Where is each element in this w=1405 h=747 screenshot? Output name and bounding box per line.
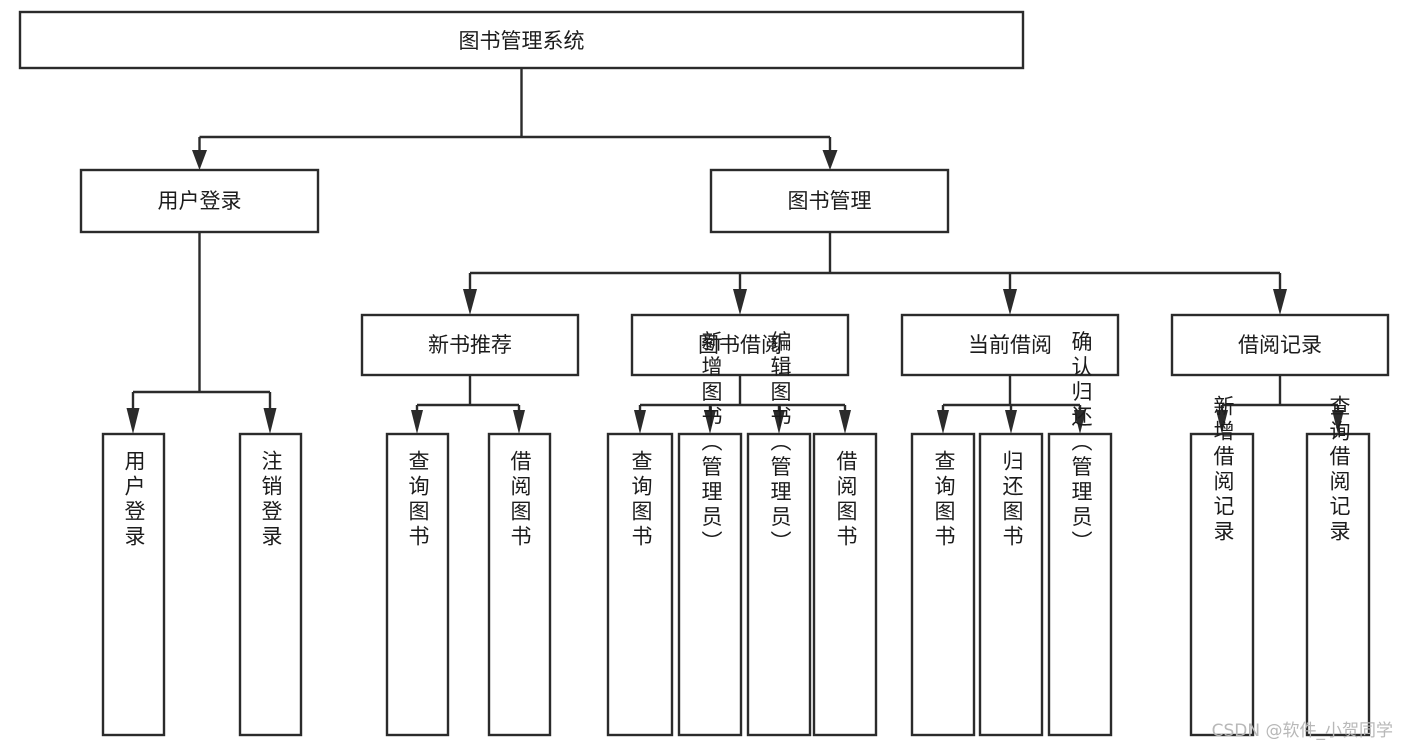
leaf-current-borrow-return-box[interactable] [978, 432, 1044, 737]
arrow-book-borrow-leaf-2 [704, 410, 716, 434]
node-root[interactable]: 图书管理系统 [18, 10, 1025, 70]
arrow-book-mgmt-to-new-book [463, 289, 477, 315]
connectors-layer [126, 68, 1344, 434]
node-current-borrow[interactable]: 当前借阅 [900, 313, 1120, 377]
node-current-borrow-label: 当前借阅 [968, 333, 1052, 357]
leaf-borrow-record-query-label: 查询借阅记录 [1327, 395, 1351, 545]
leaf-book-borrow-add-box[interactable] [677, 432, 743, 737]
node-borrow-record[interactable]: 借阅记录 [1170, 313, 1390, 377]
leaf-current-borrow-query[interactable]: 查询图书 [910, 432, 976, 737]
leaf-user-login-logout[interactable]: 注销登录 [238, 432, 303, 737]
node-book-borrow[interactable]: 图书借阅 [630, 313, 850, 377]
leaf-new-book-borrow-label: 借阅图书 [508, 450, 532, 550]
leaf-borrow-record-add[interactable]: 新增借阅记录 [1189, 395, 1255, 737]
leaf-user-login-login-label: 用户登录 [122, 450, 146, 550]
arrow-borrow-record-leaf-1 [1216, 410, 1228, 434]
node-book-borrow-box[interactable] [630, 313, 850, 377]
node-new-book-recommend[interactable]: 新书推荐 [360, 313, 580, 377]
leaf-current-borrow-return[interactable]: 归还图书 [978, 432, 1044, 737]
leaf-book-borrow-query-box[interactable] [606, 432, 674, 737]
leaf-new-book-query[interactable]: 查询图书 [385, 432, 450, 737]
node-book-management-label: 图书管理 [788, 189, 872, 213]
leaf-new-book-query-label: 查询图书 [406, 450, 430, 550]
arrow-current-borrow-leaf-3 [1074, 410, 1086, 434]
node-root-label: 图书管理系统 [459, 29, 585, 53]
arrow-new-book-leaf-2 [513, 410, 525, 434]
arrow-book-mgmt-to-book-borrow [733, 289, 747, 315]
leaf-book-borrow-query-label: 查询图书 [629, 450, 653, 550]
node-user-login[interactable]: 用户登录 [79, 168, 320, 234]
arrow-book-mgmt-to-current-borrow [1003, 289, 1017, 315]
leaf-current-borrow-confirm[interactable]: 确认归还（管理员） [1047, 331, 1113, 737]
node-borrow-record-label: 借阅记录 [1238, 333, 1322, 357]
leaf-new-book-borrow-box[interactable] [487, 432, 552, 737]
arrow-borrow-record-leaf-2 [1332, 410, 1344, 434]
leaf-borrow-record-query[interactable]: 查询借阅记录 [1305, 395, 1371, 737]
node-new-book-recommend-label: 新书推荐 [428, 333, 512, 357]
arrow-current-borrow-leaf-2 [1005, 410, 1017, 434]
leaf-book-borrow-add[interactable]: 新增图书（管理员） [677, 331, 743, 737]
node-book-borrow-label: 图书借阅 [698, 333, 782, 357]
leaf-current-borrow-confirm-label: 确认归还（管理员） [1069, 331, 1093, 556]
leaf-current-borrow-query-box[interactable] [910, 432, 976, 737]
leaf-user-login-login[interactable]: 用户登录 [101, 432, 166, 737]
arrow-book-mgmt-to-borrow-record [1273, 289, 1287, 315]
node-root-box[interactable] [18, 10, 1025, 70]
arrow-root-to-user-login [192, 150, 207, 170]
arrow-book-borrow-leaf-1 [634, 410, 646, 434]
leaf-book-borrow-borrow[interactable]: 借阅图书 [812, 432, 878, 737]
leaf-user-login-logout-label: 注销登录 [259, 450, 283, 550]
leaf-current-borrow-query-label: 查询图书 [932, 450, 956, 550]
arrow-new-book-leaf-1 [411, 410, 423, 434]
leaf-book-borrow-add-label: 新增图书（管理员） [699, 331, 723, 556]
leaf-borrow-record-add-box[interactable] [1189, 432, 1255, 737]
leaf-borrow-record-query-box[interactable] [1305, 432, 1371, 737]
node-book-management[interactable]: 图书管理 [709, 168, 950, 234]
leaf-book-borrow-query[interactable]: 查询图书 [606, 432, 674, 737]
leaf-book-borrow-borrow-label: 借阅图书 [834, 450, 858, 550]
leaf-new-book-query-box[interactable] [385, 432, 450, 737]
node-borrow-record-box[interactable] [1170, 313, 1390, 377]
arrow-root-to-book-mgmt [822, 150, 838, 170]
leaf-borrow-record-add-label: 新增借阅记录 [1211, 395, 1235, 545]
leaf-book-borrow-edit-box[interactable] [746, 432, 812, 737]
leaf-book-borrow-edit[interactable]: 编辑图书（管理员） [746, 331, 812, 737]
node-new-book-recommend-box[interactable] [360, 313, 580, 377]
arrow-user-login-leaf-2 [263, 408, 277, 434]
leaf-current-borrow-confirm-box[interactable] [1047, 432, 1113, 737]
leaf-new-book-borrow[interactable]: 借阅图书 [487, 432, 552, 737]
leaf-book-borrow-edit-label: 编辑图书（管理员） [768, 331, 792, 556]
arrow-user-login-leaf-1 [126, 408, 140, 434]
leaf-user-login-login-box[interactable] [101, 432, 166, 737]
leaf-user-login-logout-box[interactable] [238, 432, 303, 737]
arrow-book-borrow-leaf-3 [773, 410, 785, 434]
node-book-management-box[interactable] [709, 168, 950, 234]
node-user-login-label: 用户登录 [158, 189, 242, 213]
leaf-current-borrow-return-label: 归还图书 [1000, 450, 1024, 550]
leaf-book-borrow-borrow-box[interactable] [812, 432, 878, 737]
arrow-book-borrow-leaf-4 [839, 410, 851, 434]
arrow-current-borrow-leaf-1 [937, 410, 949, 434]
node-current-borrow-box[interactable] [900, 313, 1120, 377]
node-user-login-box[interactable] [79, 168, 320, 234]
